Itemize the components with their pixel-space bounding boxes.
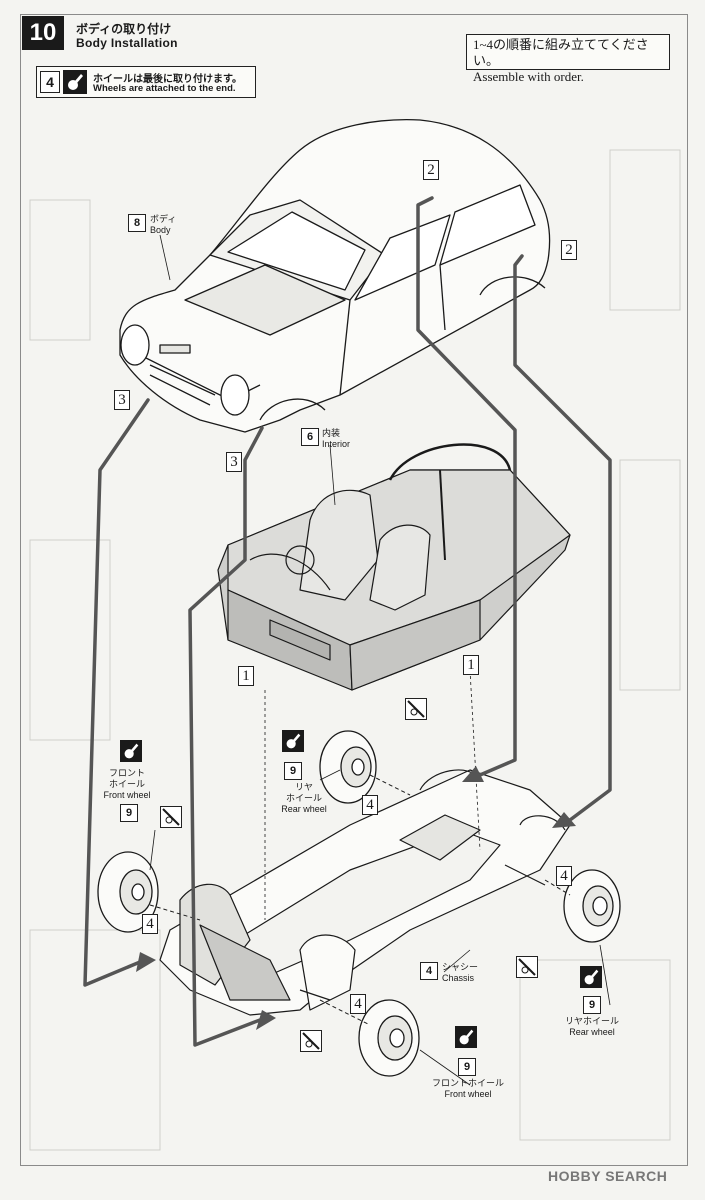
wheel-note: 4 ホイールは最後に取り付けます。 Wheels are attached to… [36, 66, 256, 98]
no-cement-icon [300, 1030, 322, 1052]
body-part-number: 8 [128, 214, 146, 232]
sequence-marker-2: 2 [423, 160, 439, 180]
wheel-note-jp: ホイールは最後に取り付けます。 [93, 74, 242, 85]
step-number: 10 [22, 16, 64, 50]
car-body-illustration [119, 119, 551, 433]
sequence-marker-2: 2 [561, 240, 577, 260]
assembly-path-arrowheads [136, 766, 576, 1030]
sequence-marker-3: 3 [226, 452, 242, 472]
front-left-wheel [97, 851, 159, 933]
order-note-en: Assemble with order. [473, 69, 584, 84]
sequence-marker-4: 4 [362, 795, 378, 815]
chassis-illustration [159, 769, 571, 1016]
assembly-path-lines [83, 196, 612, 1047]
assembly-order-note: 1~4の順番に組み立ててください。 Assemble with order. [466, 34, 670, 84]
front-wheel-left-part-number: 9 [120, 804, 138, 822]
front-right-wheel [358, 999, 420, 1077]
no-cement-icon [405, 698, 427, 720]
rear-wheel-left-part-number: 9 [284, 762, 302, 780]
wheel-attach-dash-lines [149, 774, 571, 1026]
sequence-marker-1: 1 [238, 666, 254, 686]
wheels-illustration [97, 730, 621, 1077]
no-cement-icon [516, 956, 538, 978]
step-title-en: Body Installation [76, 36, 178, 50]
page-frame [20, 14, 688, 1166]
step-title-jp: ボディの取り付け [76, 22, 172, 36]
cement-bottle-icon [455, 1026, 477, 1048]
sequence-marker-3: 3 [114, 390, 130, 410]
rear-wheel-right-part-number: 9 [583, 996, 601, 1014]
order-note-jp: 1~4の順番に組み立ててください。 [473, 37, 649, 68]
cement-bottle-icon [580, 966, 602, 988]
leader-lines [149, 234, 611, 1086]
sequence-marker-1: 1 [463, 655, 479, 675]
watermark-logo: HOBBY SEARCH [548, 1168, 668, 1184]
cement-bottle-icon [282, 730, 304, 752]
interior-part-number: 6 [301, 428, 319, 446]
sequence-marker-4: 4 [350, 994, 366, 1014]
cement-bottle-icon [120, 740, 142, 762]
sequence-marker-4: 4 [142, 914, 158, 934]
rear-right-wheel [563, 869, 621, 943]
background-ghost-panels [29, 149, 681, 1151]
no-cement-icon [160, 806, 182, 828]
cement-bottle-icon [63, 70, 87, 94]
rear-left-wheel [319, 730, 377, 804]
wheel-note-en: Wheels are attached to the end. [93, 83, 236, 94]
wheel-note-number: 4 [40, 71, 60, 93]
interior-illustration [217, 443, 571, 691]
chassis-part-number: 4 [420, 962, 438, 980]
sequence-marker-4: 4 [556, 866, 572, 886]
front-wheel-right-part-number: 9 [458, 1058, 476, 1076]
